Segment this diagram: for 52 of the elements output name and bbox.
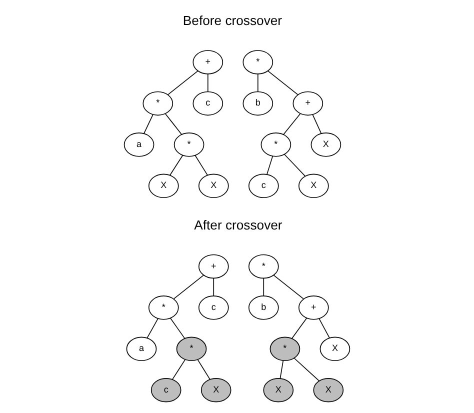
node-ellipse: + <box>298 296 329 320</box>
node-ellipse: X <box>198 174 229 198</box>
node-ellipse: a <box>126 336 157 362</box>
node-ellipse: X <box>320 336 350 362</box>
node-ellipse: X <box>263 378 294 402</box>
node-ellipse: * <box>142 91 174 116</box>
connector <box>197 359 210 380</box>
node-ellipse: X <box>298 174 329 198</box>
node-ellipse: a <box>124 132 154 157</box>
connector <box>170 155 184 176</box>
node-ellipse: + <box>292 91 324 116</box>
label: After crossover <box>194 217 282 232</box>
node-ellipse: X <box>148 174 179 198</box>
node-ellipse: X <box>200 378 232 402</box>
connector <box>266 156 274 175</box>
connector <box>294 358 320 382</box>
connector <box>173 274 204 300</box>
connector <box>146 318 158 338</box>
node-ellipse: * <box>242 50 274 74</box>
node-ellipse: X <box>310 132 342 157</box>
node-ellipse: * <box>176 336 207 362</box>
connector <box>280 360 284 379</box>
connector <box>170 318 186 339</box>
node-ellipse: b <box>242 91 274 116</box>
connector <box>291 318 308 339</box>
connector <box>194 155 208 176</box>
node-ellipse: * <box>248 254 279 279</box>
label: Before crossover <box>182 13 282 28</box>
node-ellipse: c <box>248 174 279 198</box>
connector <box>312 114 322 134</box>
node-ellipse: b <box>248 296 279 320</box>
node-ellipse: * <box>148 296 179 320</box>
connector <box>263 278 264 296</box>
connector <box>284 154 306 177</box>
node-ellipse: X <box>313 378 344 402</box>
connector <box>273 274 304 300</box>
node-ellipse: c <box>150 378 182 402</box>
connector <box>172 359 186 380</box>
node-ellipse: + <box>192 50 224 74</box>
node-ellipse: * <box>270 336 300 362</box>
node-ellipse: * <box>174 132 204 157</box>
connector <box>144 114 154 134</box>
node-ellipse: + <box>198 254 229 279</box>
node-ellipse: c <box>198 296 229 320</box>
connector <box>165 113 182 135</box>
node-ellipse: * <box>260 132 292 157</box>
connector <box>282 113 301 136</box>
connector <box>168 70 198 95</box>
node-ellipse: c <box>192 91 224 116</box>
connector <box>318 318 330 338</box>
connector <box>267 70 298 95</box>
connector <box>213 278 214 296</box>
